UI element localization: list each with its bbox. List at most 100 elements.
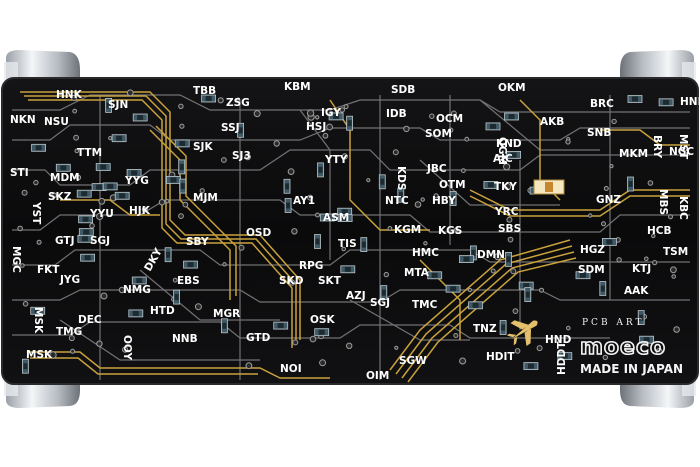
smd-chip (165, 175, 181, 184)
smd-chip (468, 301, 483, 310)
smd-chip (111, 134, 127, 143)
via (194, 303, 202, 311)
via (33, 179, 39, 186)
station-label: HSJ (306, 121, 326, 133)
smd-chip (314, 328, 330, 337)
smd-chip (174, 139, 190, 148)
via (601, 221, 606, 227)
smd-chip (55, 163, 71, 172)
via (346, 342, 353, 349)
station-label: OTM (439, 179, 466, 191)
station-label: TMC (412, 299, 438, 311)
via (433, 193, 439, 199)
via (343, 104, 349, 110)
via (454, 227, 459, 232)
station-label: MSK (26, 349, 53, 361)
smd-chip (126, 168, 142, 177)
via (647, 180, 654, 186)
station-label: OSK (310, 314, 335, 326)
via (141, 206, 148, 213)
via (494, 253, 502, 261)
smd-chip (76, 189, 92, 198)
station-label: MBS (657, 189, 669, 215)
station-label: TSM (663, 246, 688, 258)
station-label: HMC (412, 247, 439, 259)
via (536, 345, 543, 352)
station-label: KDS (395, 166, 407, 190)
via (273, 140, 280, 147)
smd-chip (283, 178, 291, 194)
smd-chip (575, 271, 591, 280)
station-label: OKM (498, 82, 526, 94)
station-label: GTD (246, 332, 271, 344)
via (383, 271, 389, 278)
station-label: SDM (578, 264, 605, 276)
via (565, 139, 571, 145)
smd-chip (427, 271, 443, 280)
via (339, 107, 345, 113)
via (644, 256, 649, 262)
via (20, 263, 25, 268)
smd-chip (314, 234, 321, 249)
station-label: SKD (279, 275, 304, 287)
smd-chip (273, 321, 289, 330)
station-label: SGW (399, 355, 427, 367)
station-label: EBS (177, 275, 200, 287)
station-label: YYU (89, 208, 114, 220)
station-label: OOY (121, 335, 133, 360)
via (238, 244, 245, 251)
brand-logo: moeco (580, 335, 666, 360)
via (244, 153, 251, 161)
via (461, 168, 466, 174)
station-label: MJM (193, 192, 218, 204)
station-label: KGS (438, 225, 462, 237)
station-label: JYG (59, 274, 80, 286)
via (199, 188, 205, 194)
via (652, 260, 658, 266)
via (394, 345, 399, 350)
station-label: AKB (540, 116, 564, 128)
via (504, 183, 512, 191)
smd-chip (505, 251, 512, 267)
via (403, 125, 410, 133)
via (21, 189, 28, 196)
via (655, 348, 663, 355)
smd-chip (319, 213, 335, 222)
station-label: SBY (186, 236, 209, 248)
via (253, 110, 261, 118)
smd-components (21, 94, 674, 374)
smd-chip (602, 237, 617, 246)
via (420, 197, 425, 202)
via (322, 132, 329, 139)
via (392, 149, 399, 156)
smd-chip (445, 284, 461, 293)
smd-chip (220, 318, 228, 334)
via (448, 127, 454, 133)
station-label: ASM (323, 212, 349, 224)
via (17, 225, 23, 232)
via (616, 257, 622, 263)
via (307, 194, 314, 201)
station-label: AY1 (293, 195, 315, 207)
station-label: TNZ (473, 323, 497, 335)
station-label: HDIT (486, 351, 515, 363)
via (287, 168, 295, 176)
station-label: SDB (391, 84, 415, 96)
smd-chip (102, 182, 118, 191)
station-label: ZSG (226, 97, 250, 109)
station-label: HCB (647, 225, 672, 237)
station-label: YTY (324, 154, 348, 166)
via (68, 335, 75, 342)
station-label: YRC (494, 206, 519, 218)
smd-chip (360, 237, 368, 253)
smd-chip (30, 306, 46, 315)
via (217, 97, 224, 104)
smd-chip (658, 98, 674, 107)
station-label: MGC (10, 246, 22, 273)
station-label: DMN (477, 249, 505, 261)
grey-traces (12, 94, 690, 380)
station-label: HNE (680, 96, 700, 108)
station-label: TIS (338, 238, 357, 250)
via (100, 292, 108, 300)
station-label: RPG (299, 260, 323, 272)
